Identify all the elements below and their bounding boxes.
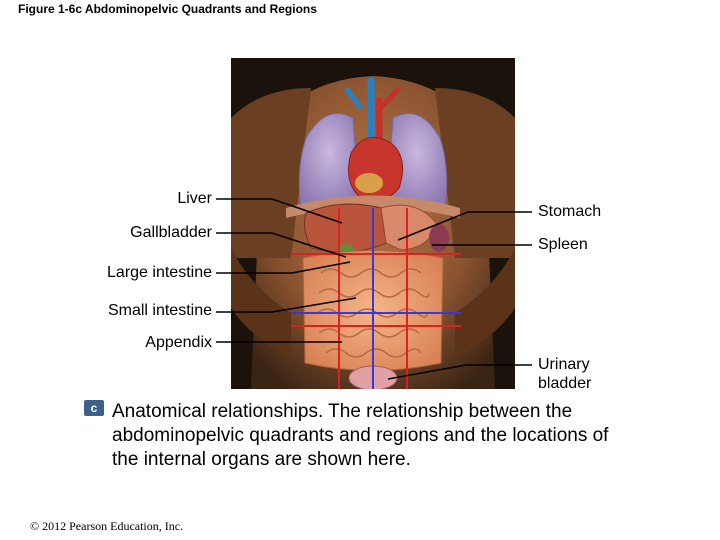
figure-title: Figure 1-6c Abdominopelvic Quadrants and… [18, 2, 317, 16]
label-liver: Liver [177, 190, 212, 207]
label-stomach: Stomach [538, 203, 602, 220]
figure-part-badge: c [84, 400, 104, 416]
label-spleen: Spleen [538, 236, 588, 253]
label-large-intestine: Large intestine [107, 264, 212, 281]
label-urinary-bladder-line1: Urinary [538, 356, 590, 373]
label-gallbladder: Gallbladder [130, 224, 212, 241]
label-appendix: Appendix [145, 334, 212, 351]
label-urinary-bladder: Urinary bladder [538, 355, 591, 393]
label-small-intestine: Small intestine [107, 302, 212, 319]
figure-caption: Anatomical relationships. The relationsh… [112, 401, 609, 470]
label-urinary-bladder-line2: bladder [538, 375, 592, 392]
torso-illustration [231, 58, 515, 389]
copyright-notice: © 2012 Pearson Education, Inc. [30, 519, 184, 533]
